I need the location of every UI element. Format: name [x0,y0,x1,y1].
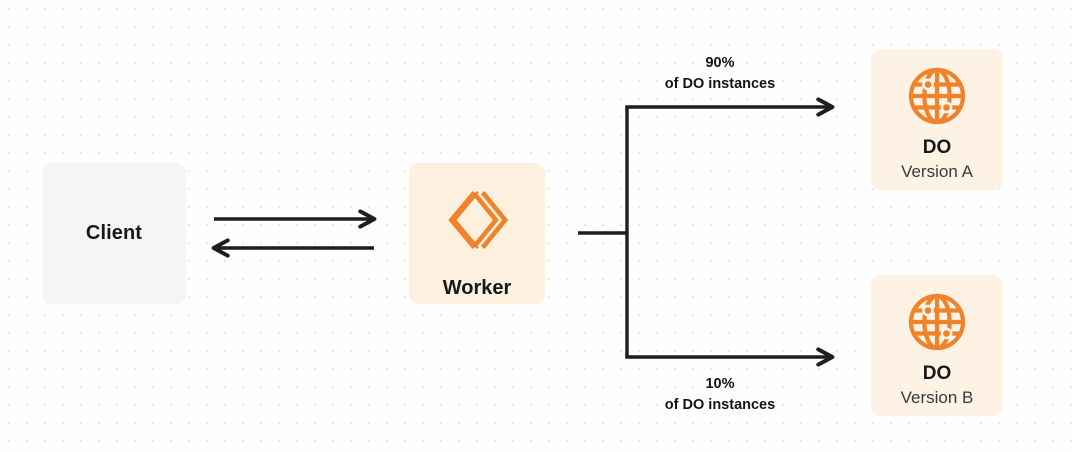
node-do-version-b: DO Version B [871,275,1003,416]
node-client: Client [42,163,186,304]
edge-label-bottom-caption: of DO instances [664,396,776,413]
edge-label-top: 90% of DO instances [635,53,805,94]
node-do-b-label: DO [922,363,952,384]
node-do-a-sublabel: Version A [901,162,973,181]
edge-label-bottom: 10% of DO instances [635,374,805,415]
edge-label-bottom-percent: 10% [705,376,735,392]
node-do-version-a: DO Version A [871,49,1003,190]
node-client-label: Client [85,222,143,244]
edge-label-top-caption: of DO instances [664,75,776,92]
cloudflare-workers-icon [445,189,509,251]
node-do-a-label: DO [922,137,952,158]
node-worker-label: Worker [442,277,512,299]
durable-object-globe-icon [906,65,968,127]
node-worker: Worker [409,163,545,304]
node-do-b-sublabel: Version B [900,388,974,407]
edge-label-top-percent: 90% [705,55,735,71]
durable-object-globe-icon [906,291,968,353]
